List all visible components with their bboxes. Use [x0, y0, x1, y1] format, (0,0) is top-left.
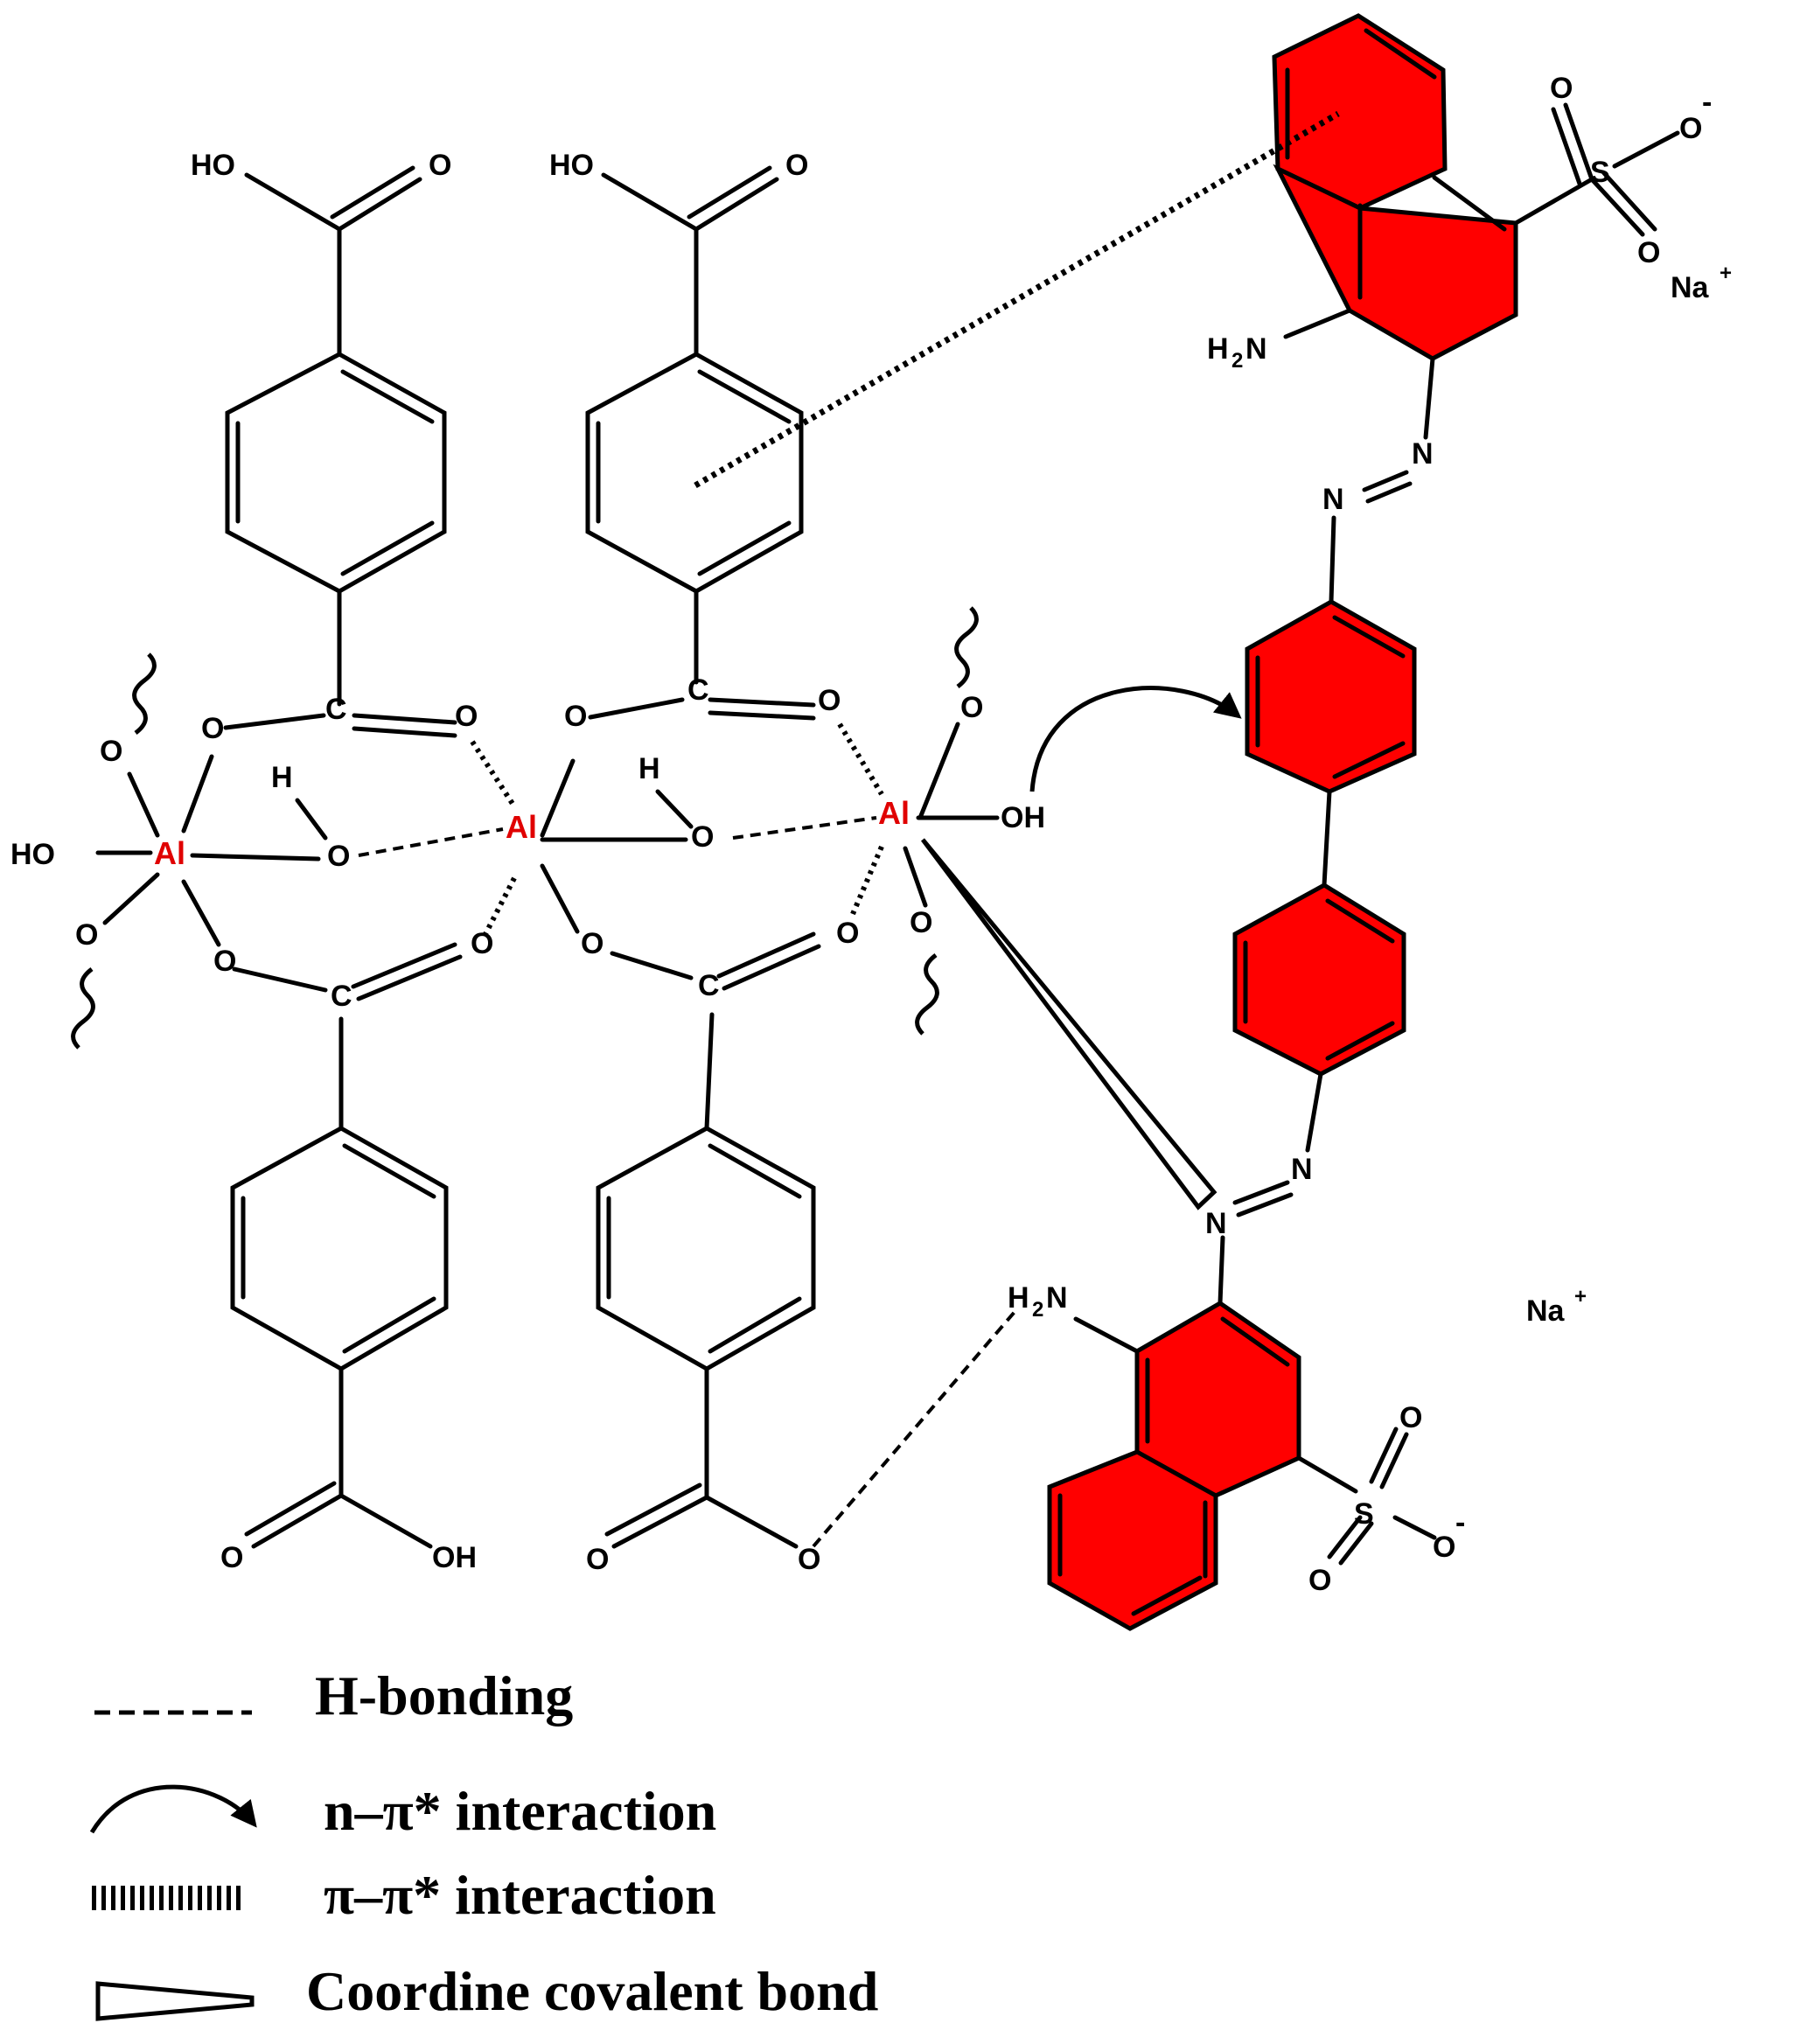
- coordinate-bond-wedge: [921, 838, 1217, 1210]
- atom-label: OH: [1001, 801, 1045, 834]
- atom-label: O: [1308, 1564, 1331, 1597]
- atom-label-al: Al: [878, 795, 910, 831]
- atom-label: OH: [432, 1541, 477, 1574]
- atom-label: S: [1590, 156, 1610, 189]
- atom-label-al: Al: [506, 809, 537, 845]
- biphenyl-ring-1: [1245, 599, 1417, 794]
- atom-label: O: [100, 735, 122, 768]
- atom-label: HO: [10, 838, 55, 871]
- atom-label: O: [1550, 72, 1573, 105]
- atom-label: 2: [1231, 349, 1243, 373]
- atom-label: O: [471, 927, 493, 960]
- al-hash-bonds: [470, 722, 884, 936]
- atom-label: O: [1679, 112, 1702, 145]
- atom-label: O: [429, 149, 451, 182]
- atom-label: C: [687, 673, 709, 707]
- atom-label: O: [213, 945, 236, 978]
- atom-label: C: [325, 693, 347, 726]
- legend-n-pi-label: n–π* interaction: [324, 1780, 716, 1842]
- counterions: Na + Na +: [1526, 262, 1732, 1328]
- atom-label: O: [785, 149, 808, 182]
- legend-wedge-swatch: [95, 1981, 255, 2021]
- naphthalene-top-ring-b: [1273, 164, 1518, 361]
- atom-label: HO: [191, 149, 235, 182]
- pi-pi-stacking: [694, 110, 1340, 489]
- atom-label: N: [1205, 1207, 1227, 1240]
- atom-label: H: [271, 761, 293, 794]
- n-pi-arrow: [1029, 686, 1242, 792]
- benzene-ring-3: [230, 1126, 449, 1371]
- atom-label: O: [798, 1543, 820, 1576]
- atom-label: O: [581, 927, 603, 960]
- atom-labels: HO O HO O HO Al Al Al H H O O O O C O O …: [10, 72, 1712, 1597]
- atom-label: N: [1046, 1281, 1068, 1315]
- atom-label: O: [960, 691, 983, 724]
- atom-label: O: [1433, 1531, 1455, 1564]
- atom-label: O: [818, 684, 841, 717]
- atom-label: -: [1702, 86, 1712, 119]
- atom-label: O: [327, 840, 350, 873]
- atom-label: C: [331, 980, 352, 1013]
- atom-label: H: [1008, 1281, 1029, 1315]
- atom-label: H: [1207, 332, 1229, 366]
- atom-label: C: [698, 969, 720, 1002]
- benzene-ring-1: [225, 352, 447, 594]
- atom-label-al: Al: [154, 835, 185, 871]
- hydrogen-bonds: [358, 816, 1016, 1548]
- atom-label: N: [1322, 483, 1344, 516]
- wavy-connectors: [71, 606, 979, 1050]
- sodium-ion-charge: +: [1720, 262, 1732, 285]
- atom-label: O: [586, 1543, 609, 1576]
- atom-label: O: [455, 700, 478, 733]
- naphthalene-bottom-ring-b: [1047, 1449, 1218, 1631]
- legend-coordinate-label: Coordine covalent bond: [306, 1960, 878, 2022]
- atom-label: N: [1291, 1153, 1313, 1186]
- atom-label: S: [1354, 1497, 1374, 1531]
- sodium-ion-label: Na: [1671, 271, 1710, 304]
- atom-label: O: [1399, 1401, 1422, 1434]
- benzene-ring-2: [585, 352, 804, 594]
- atom-label: 2: [1032, 1298, 1043, 1322]
- bond-skeleton: [95, 13, 1680, 1631]
- legend-h-bonding-label: H-bonding: [315, 1664, 573, 1727]
- benzene-ring-4: [596, 1126, 816, 1371]
- legend: H-bonding n–π* interaction π–π* interact…: [89, 1664, 878, 2022]
- atom-label: N: [1412, 437, 1434, 471]
- atom-label: O: [1637, 236, 1660, 269]
- sodium-ion-label: Na: [1526, 1294, 1566, 1328]
- atom-label: -: [1455, 1506, 1465, 1539]
- atom-label: H: [638, 752, 660, 785]
- atom-label: O: [75, 918, 98, 952]
- atom-label: O: [220, 1541, 243, 1574]
- atom-label: N: [1245, 332, 1267, 366]
- atom-label: O: [201, 712, 224, 745]
- atom-label: O: [910, 906, 932, 939]
- atom-label: O: [691, 820, 714, 854]
- atom-label: HO: [549, 149, 594, 182]
- atom-label: O: [836, 917, 859, 950]
- biphenyl-ring-2: [1232, 882, 1406, 1077]
- atom-label: O: [564, 700, 587, 733]
- legend-pi-pi-label: π–π* interaction: [324, 1864, 716, 1926]
- legend-n-pi-arrow: [89, 1784, 257, 1834]
- sodium-ion-charge: +: [1574, 1285, 1587, 1308]
